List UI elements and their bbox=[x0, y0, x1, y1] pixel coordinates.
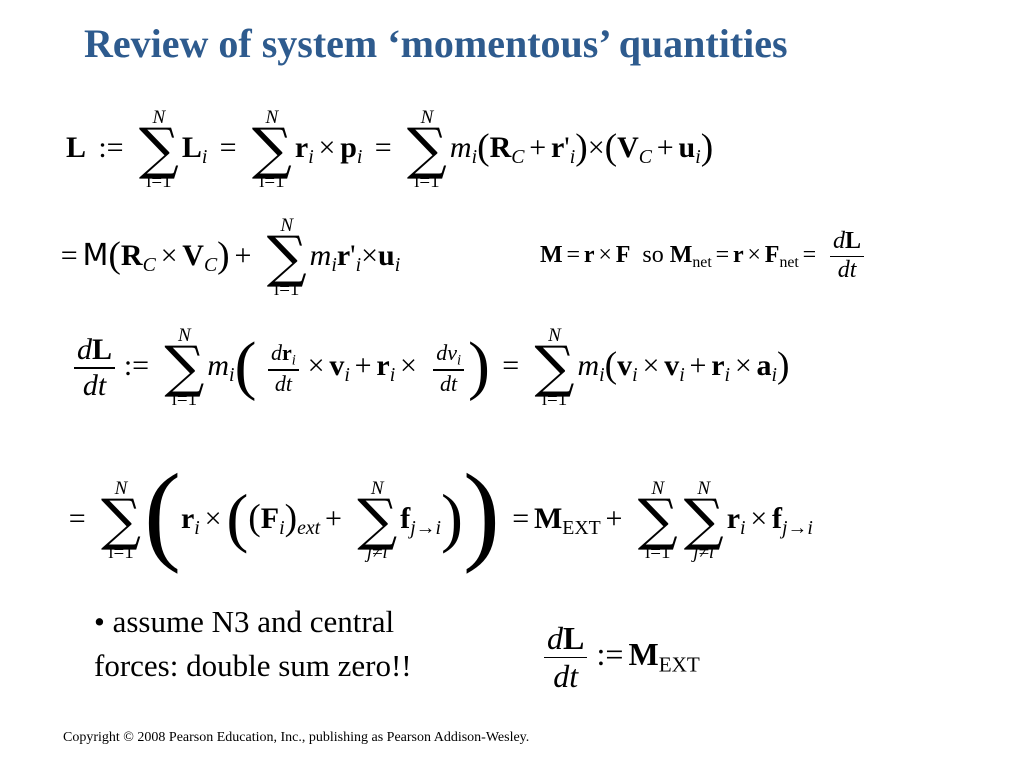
summation: N∑i=1 bbox=[251, 107, 292, 192]
summation: N∑i=1 bbox=[138, 107, 179, 192]
bullet-text: • assume N3 and central forces: double s… bbox=[94, 600, 412, 688]
summation: N∑j≠i bbox=[357, 477, 398, 563]
summation: N∑i=1 bbox=[406, 107, 447, 192]
summation: N∑j≠i bbox=[683, 477, 724, 563]
copyright-footer: Copyright © 2008 Pearson Education, Inc.… bbox=[63, 730, 530, 745]
summation: N∑i=1 bbox=[101, 477, 141, 563]
bullet-line-1: • assume N3 and central bbox=[94, 604, 395, 639]
summation: N∑i=1 bbox=[266, 215, 307, 300]
summation: N∑i=1 bbox=[637, 477, 678, 563]
bullet-line-2: forces: double sum zero!! bbox=[94, 648, 412, 683]
slide-title: Review of system ‘momentous’ quantities bbox=[84, 21, 788, 66]
summation: N∑i=1 bbox=[534, 325, 575, 410]
summation: N∑i=1 bbox=[164, 325, 205, 410]
